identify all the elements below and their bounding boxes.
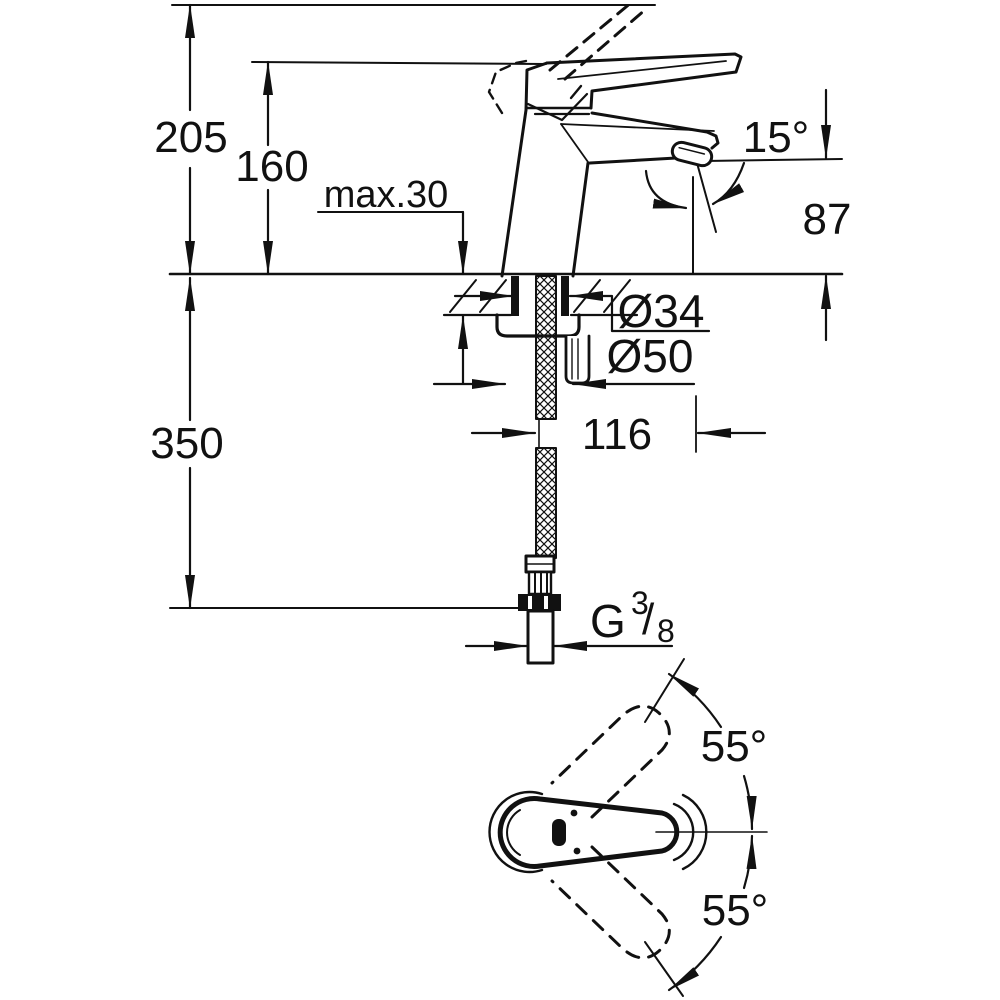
dim-d50-label: Ø50 <box>607 330 694 382</box>
aerator-inner-line <box>678 146 706 155</box>
swivel-dimension <box>644 658 768 997</box>
spout-underside <box>588 156 678 165</box>
handle-back-inner-arc <box>506 809 521 856</box>
dim-350-label: 350 <box>150 419 223 468</box>
dim-55-upper-label: 55° <box>701 722 768 771</box>
dim-d34-label: Ø34 <box>618 285 705 337</box>
swivel-ref-lower <box>644 941 684 997</box>
spout-crease-2 <box>560 123 589 163</box>
handle-dot-bottom <box>573 847 581 855</box>
body-left-edge <box>500 108 528 278</box>
dim-max30-label: max.30 <box>324 174 449 216</box>
handle-dot-top <box>570 809 578 817</box>
top-view-handle: 55° 55° <box>488 658 769 997</box>
thread-numerator: 3 <box>631 585 649 621</box>
swivel-arc-lower-outer <box>667 935 723 992</box>
dim-55-lower-label: 55° <box>702 886 769 935</box>
body-front-edge <box>571 161 590 278</box>
deck-hatching <box>449 279 631 313</box>
dimension-lines <box>185 3 831 651</box>
connection-nut <box>518 594 561 611</box>
dim-160-label: 160 <box>235 142 308 191</box>
extension-lines <box>168 4 844 609</box>
ext-line-handle-top <box>251 61 547 65</box>
braided-hose-lower <box>535 447 557 559</box>
thread-size-label: G 3 / 8 <box>590 585 675 649</box>
hose-end-fitting <box>518 554 561 665</box>
swivel-ref-upper <box>644 658 685 723</box>
thread-prefix: G <box>590 595 626 647</box>
shank-wall-left <box>511 276 519 316</box>
raised-lever-dash-1 <box>548 0 634 72</box>
handle-pivot-mark <box>552 819 566 846</box>
raised-hub-dashed-outline <box>487 58 533 115</box>
handle-swivel-positions <box>550 704 671 960</box>
swivel-arc-upper-inner <box>742 774 757 831</box>
swivel-arc-upper-outer <box>667 672 723 729</box>
handle-hub-left <box>524 61 549 112</box>
outlet-level-line <box>704 158 843 162</box>
side-view: 205 160 max.30 15° 87 Ø34 Ø50 116 350 G … <box>150 0 851 665</box>
handle-top-outline <box>497 796 680 869</box>
thread-denominator: 8 <box>657 613 675 649</box>
faucet-body <box>487 0 743 278</box>
spout-top-edge <box>590 111 720 150</box>
braided-hose-upper <box>535 275 557 420</box>
spout-crease-1 <box>560 123 715 132</box>
raised-hub-dash-tick <box>569 84 583 100</box>
dim-15deg-arc-left <box>644 169 688 210</box>
dim-d34-right-leader <box>568 291 711 333</box>
aerator <box>670 140 714 168</box>
swivel-arc-lower-inner <box>742 834 757 890</box>
hub-crease <box>526 92 589 122</box>
handle-dashed-upper <box>550 704 671 819</box>
dim-15deg-arc-right <box>711 161 746 206</box>
dim-87-label: 87 <box>803 195 852 244</box>
raised-lever-dash-2 <box>563 7 648 81</box>
dim-205-label: 205 <box>154 113 227 162</box>
deck-section <box>442 279 639 317</box>
lever-inner-line <box>557 60 727 80</box>
mounting-stud <box>564 334 591 385</box>
mounting-flange <box>495 313 581 338</box>
spray-angle-ref <box>696 162 717 233</box>
dim-116-label: 116 <box>582 410 652 459</box>
lever-blade <box>545 52 743 110</box>
dim-15deg-label: 15° <box>743 113 810 162</box>
top-view-labels: 55° 55° <box>701 722 769 935</box>
thread-slash: / <box>642 595 655 644</box>
side-view-labels: 205 160 max.30 15° 87 Ø34 Ø50 116 350 G … <box>150 113 851 649</box>
raised-handle-dashed <box>548 0 648 81</box>
connection-tube <box>526 609 555 665</box>
handle-back-outer-arc <box>488 790 544 874</box>
shank-wall-right <box>561 276 569 316</box>
handle-dashed-lower <box>550 845 671 960</box>
below-deck-assembly <box>442 275 639 665</box>
